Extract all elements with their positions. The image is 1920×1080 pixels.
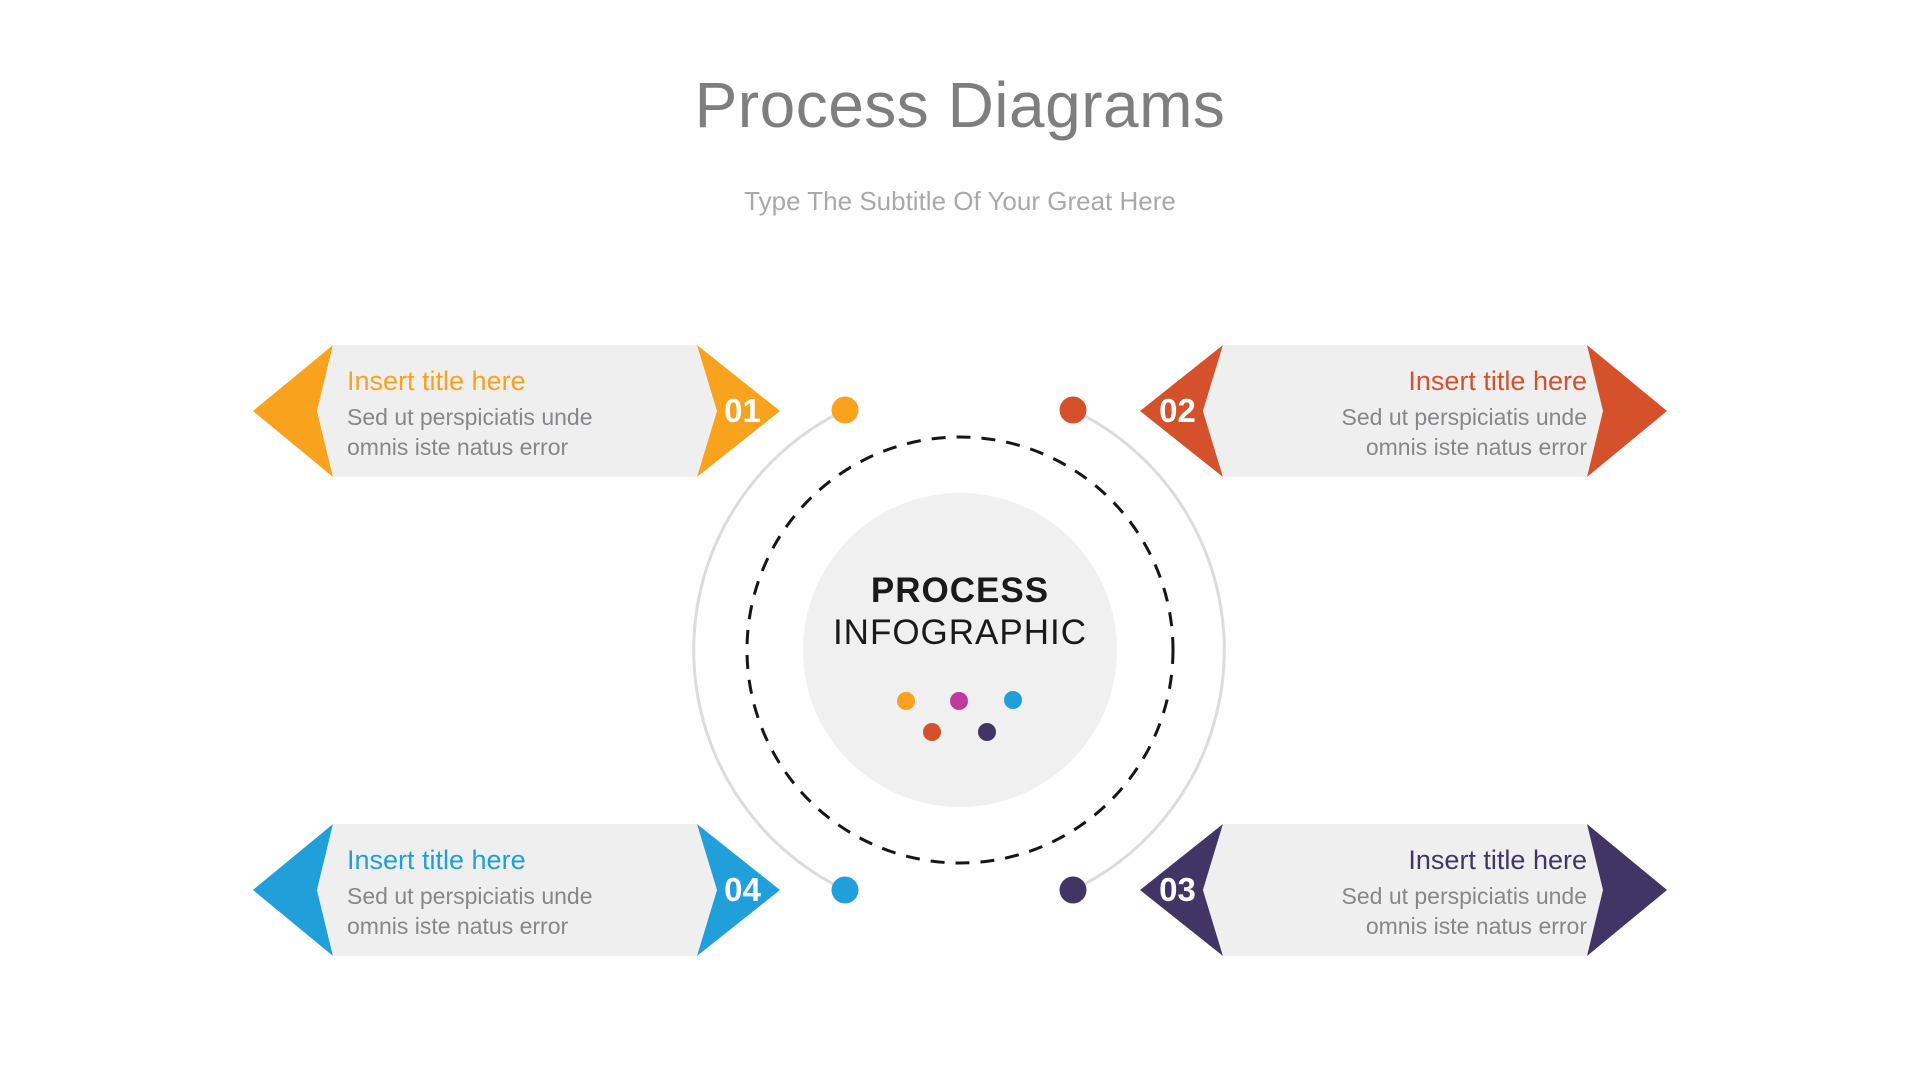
step-banner-03: Insert title here Sed ut perspiciatis un… — [1140, 824, 1667, 956]
connector-dot-01 — [831, 396, 859, 424]
chevron-left-icon — [253, 345, 333, 477]
step-number: 03 — [1159, 871, 1196, 908]
banner-arrow-shape — [253, 345, 780, 477]
page-subtitle: Type The Subtitle Of Your Great Here — [744, 186, 1176, 216]
center-label-line1: PROCESS — [870, 571, 1050, 610]
step-description-line1: Sed ut perspiciatis unde — [347, 883, 593, 909]
step-banner-04: Insert title here Sed ut perspiciatis un… — [253, 824, 780, 956]
step-number: 02 — [1159, 392, 1196, 429]
chevron-right-icon — [1587, 824, 1667, 956]
mini-dot-blue — [1004, 691, 1022, 709]
center-label: PROCESS INFOGRAPHIC — [760, 570, 1160, 654]
step-text: Insert title here Sed ut perspiciatis un… — [347, 844, 647, 941]
banner-body — [1203, 824, 1603, 956]
connector-dot-03 — [1059, 876, 1087, 904]
step-description-line1: Sed ut perspiciatis unde — [347, 404, 593, 430]
step-number: 04 — [724, 871, 761, 908]
step-description-line2: omnis iste natus error — [347, 913, 569, 939]
mini-dot-orange — [897, 692, 915, 710]
chevron-left-icon — [1140, 345, 1223, 477]
step-title: Insert title here — [347, 366, 526, 396]
step-text: Insert title here Sed ut perspiciatis un… — [1287, 844, 1588, 941]
center-label-line2: INFOGRAPHIC — [832, 613, 1088, 652]
mini-dot-magenta — [950, 692, 968, 710]
step-description-line2: omnis iste natus error — [1365, 913, 1587, 939]
step-description-line1: Sed ut perspiciatis unde — [1341, 404, 1588, 430]
banner-body — [317, 824, 717, 956]
step-title: Insert title here — [1408, 366, 1587, 396]
inner-circle — [803, 493, 1117, 807]
banner-body — [317, 345, 717, 477]
chevron-left-icon — [1140, 824, 1223, 956]
chevron-right-icon — [1587, 345, 1667, 477]
right-connector-arc — [1072, 408, 1226, 892]
banner-arrow-shape — [1140, 824, 1667, 956]
step-text: Insert title here Sed ut perspiciatis un… — [347, 365, 647, 462]
step-title: Insert title here — [347, 845, 526, 875]
banner-body — [1203, 345, 1603, 477]
step-banner-01: Insert title here Sed ut perspiciatis un… — [253, 345, 780, 477]
step-text: Insert title here Sed ut perspiciatis un… — [1287, 365, 1588, 462]
chevron-right-icon — [697, 824, 780, 956]
step-description-line1: Sed ut perspiciatis unde — [1341, 883, 1588, 909]
left-connector-arc — [692, 408, 846, 892]
mini-dot-purple — [978, 723, 996, 741]
mini-dot-red — [923, 723, 941, 741]
connector-dot-04 — [831, 876, 859, 904]
banner-arrow-shape — [253, 824, 780, 956]
connector-dot-02 — [1059, 396, 1087, 424]
chevron-right-icon — [697, 345, 780, 477]
step-description-line2: omnis iste natus error — [1365, 434, 1587, 460]
step-number: 01 — [724, 392, 761, 429]
dashed-circle — [745, 435, 1175, 865]
step-banner-02: Insert title here Sed ut perspiciatis un… — [1140, 345, 1667, 477]
step-description-line2: omnis iste natus error — [347, 434, 569, 460]
chevron-left-icon — [253, 824, 333, 956]
banner-arrow-shape — [1140, 345, 1667, 477]
step-title: Insert title here — [1408, 845, 1587, 875]
page-title: Process Diagrams — [694, 69, 1226, 141]
